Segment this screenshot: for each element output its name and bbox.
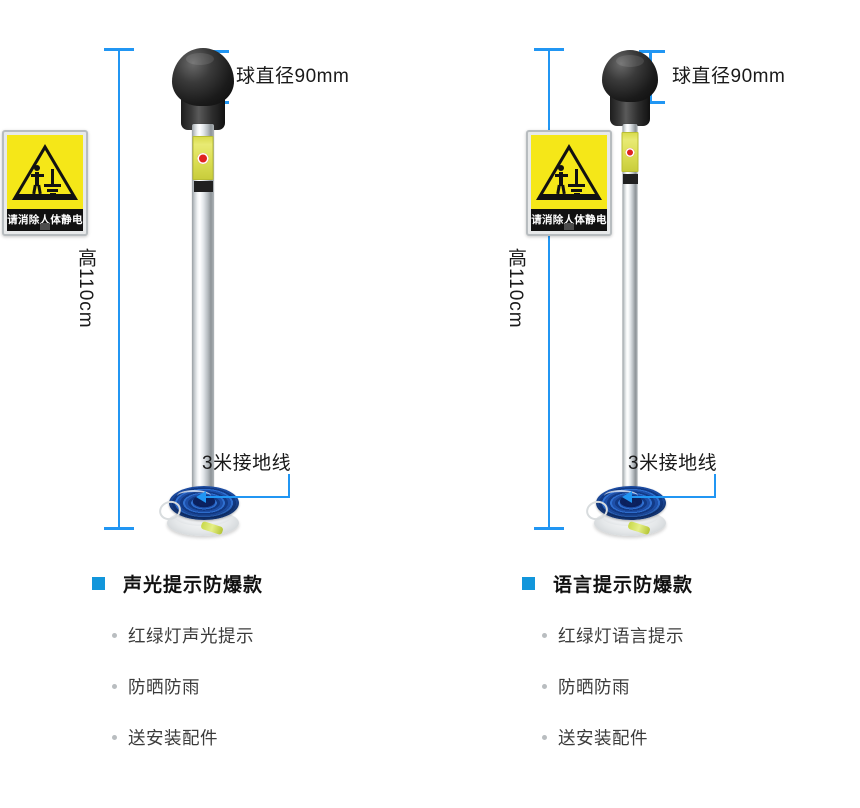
product-panel-voice: 高110cm 球直径90mm — [430, 0, 860, 560]
warning-sign-face: 请消除人体静电 — [531, 135, 607, 231]
caption-title: 声光提示防爆款 — [123, 575, 264, 596]
callout-leader-horizontal — [206, 496, 290, 498]
warning-sign: 请消除人体静电 — [526, 130, 612, 236]
ball-sphere — [172, 48, 234, 106]
person-grounding-icon — [25, 165, 65, 195]
feature-text: 红绿灯声光提示 — [128, 626, 254, 646]
device-base — [155, 474, 251, 536]
dot-bullet-icon — [112, 735, 117, 740]
feature-list: 红绿灯声光提示 防晒防雨 送安装配件 — [0, 623, 430, 750]
callout-leader-vertical — [714, 474, 716, 498]
square-bullet-icon — [522, 577, 535, 590]
feature-text: 送安装配件 — [128, 728, 218, 748]
callout-arrow-icon — [196, 491, 206, 503]
ball-diameter-label: 球直径90mm — [672, 66, 786, 87]
caption-block-voice: 语言提示防爆款 红绿灯语言提示 防晒防雨 送安装配件 — [430, 570, 860, 750]
dot-bullet-icon — [542, 633, 547, 638]
dot-bullet-icon — [542, 684, 547, 689]
feature-text: 防晒防雨 — [558, 677, 630, 697]
warning-sign-face: 请消除人体静电 — [7, 135, 83, 231]
brand-logo-icon — [197, 152, 209, 164]
list-item: 防晒防雨 — [112, 674, 430, 699]
warning-sign: 请消除人体静电 — [2, 130, 88, 236]
height-dimension-line — [534, 48, 564, 530]
sign-barcode-icon — [40, 223, 50, 230]
device-base — [582, 474, 678, 536]
height-dimension-label: 高110cm — [505, 248, 526, 329]
dot-bullet-icon — [542, 735, 547, 740]
ball-sphere — [602, 50, 658, 102]
warning-sign-yellow-area — [531, 135, 607, 209]
ball-highlight — [186, 53, 214, 65]
static-discharge-ball — [172, 48, 234, 130]
square-bullet-icon — [92, 577, 105, 590]
warning-sign-text: 请消除人体静电 — [7, 213, 83, 226]
brand-sticker — [621, 132, 639, 184]
ground-wire-callout-label: 3米接地线 — [628, 453, 718, 474]
static-discharge-ball — [602, 50, 658, 126]
caption-block-sound-light: 声光提示防爆款 红绿灯声光提示 防晒防雨 送安装配件 — [0, 570, 430, 750]
feature-text: 红绿灯语言提示 — [558, 626, 684, 646]
brand-sticker — [192, 136, 214, 192]
device-illustration — [565, 40, 695, 540]
callout-leader-horizontal — [632, 496, 716, 498]
callout-arrow-icon — [622, 491, 632, 503]
ground-wire-highlight — [177, 490, 211, 502]
list-item: 送安装配件 — [112, 725, 430, 750]
feature-text: 送安装配件 — [558, 728, 648, 748]
warning-sign-text: 请消除人体静电 — [531, 213, 607, 226]
sign-barcode-icon — [564, 223, 574, 230]
list-item: 红绿灯声光提示 — [112, 623, 430, 648]
ball-highlight — [616, 55, 644, 67]
ground-wire-highlight — [604, 490, 638, 502]
caption-title-row: 语言提示防爆款 — [430, 570, 860, 597]
brand-logo-icon — [625, 147, 635, 157]
dot-bullet-icon — [112, 684, 117, 689]
support-pole — [192, 124, 214, 532]
warning-sign-yellow-area — [7, 135, 83, 209]
device-illustration — [138, 40, 268, 540]
caption-title: 语言提示防爆款 — [553, 575, 694, 596]
height-dimension-label: 高110cm — [75, 248, 96, 329]
product-panel-sound-light: 高110cm 球直径90mm — [0, 0, 430, 560]
callout-leader-vertical — [288, 474, 290, 498]
ground-wire-callout-label: 3米接地线 — [202, 453, 292, 474]
feature-list: 红绿灯语言提示 防晒防雨 送安装配件 — [430, 623, 860, 750]
list-item: 红绿灯语言提示 — [542, 623, 860, 648]
list-item: 送安装配件 — [542, 725, 860, 750]
feature-text: 防晒防雨 — [128, 677, 200, 697]
caption-title-row: 声光提示防爆款 — [0, 570, 430, 597]
sticker-black-band — [622, 174, 638, 184]
support-pole — [622, 124, 638, 528]
list-item: 防晒防雨 — [542, 674, 860, 699]
ball-diameter-label: 球直径90mm — [236, 66, 350, 87]
person-grounding-icon — [549, 165, 589, 195]
sticker-black-band — [193, 181, 213, 192]
dot-bullet-icon — [112, 633, 117, 638]
height-dimension-line — [104, 48, 134, 530]
